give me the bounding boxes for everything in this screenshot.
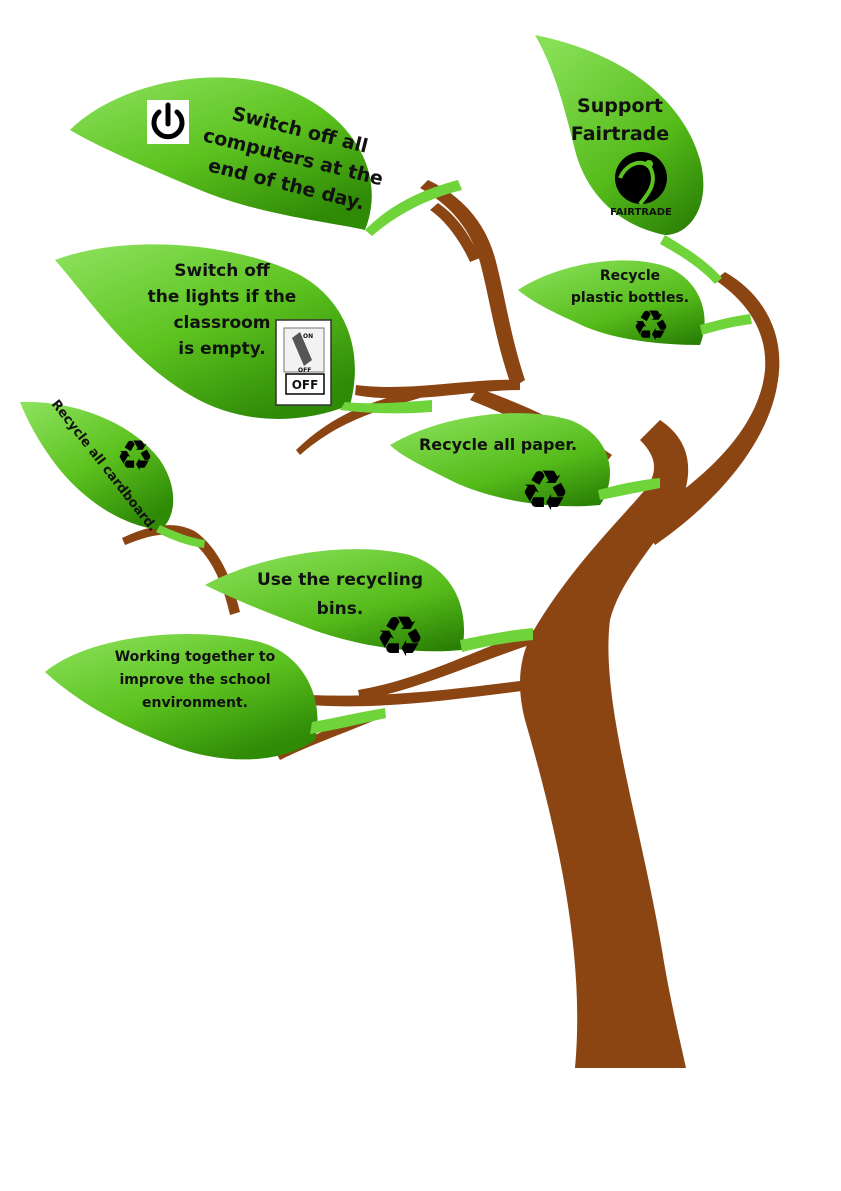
- leaf-computers: Switch off all computers at the end of t…: [70, 77, 462, 236]
- recycle-icon: ♻: [116, 431, 154, 480]
- light-switch-icon: ON OFF OFF: [275, 319, 332, 406]
- leaf-fairtrade: Support Fairtrade FAIRTRADE: [535, 35, 722, 284]
- leaf-bins-line-1: Use the recycling: [257, 570, 423, 590]
- leaf-lights-line-4: is empty.: [178, 339, 265, 359]
- leaf-together: Working together to improve the school e…: [45, 633, 386, 760]
- fairtrade-mark-icon: FAIRTRADE: [610, 152, 672, 218]
- leaf-together-line-2: improve the school: [119, 672, 270, 688]
- switch-off-small-label: OFF: [298, 367, 311, 374]
- leaf-cardboard: Recycle all cardboard. ♻: [20, 397, 205, 548]
- leaf-plastic-line-2: plastic bottles.: [571, 290, 689, 306]
- switch-on-label: ON: [303, 333, 313, 340]
- leaf-paper-line-1: Recycle all paper.: [419, 435, 577, 454]
- leaf-bins: Use the recycling bins. ♻: [205, 549, 533, 670]
- switch-off-big-label: OFF: [292, 378, 319, 392]
- recycle-icon: ♻: [375, 605, 425, 670]
- leaf-together-line-1: Working together to: [115, 649, 276, 665]
- fairtrade-mark-label: FAIRTRADE: [610, 207, 672, 218]
- leaf-lights-line-1: Switch off: [174, 261, 270, 281]
- leaf-fairtrade-line-1: Support: [577, 95, 663, 117]
- leaf-bins-line-2: bins.: [317, 599, 364, 619]
- leaf-together-line-3: environment.: [142, 695, 248, 711]
- leaf-lights: Switch off the lights if the classroom i…: [55, 244, 432, 419]
- leaf-fairtrade-line-2: Fairtrade: [571, 123, 669, 145]
- recycle-icon: ♻: [520, 459, 570, 524]
- recycle-icon: ♻: [632, 301, 670, 350]
- leaf-lights-line-3: classroom: [173, 313, 270, 333]
- leaf-paper: Recycle all paper. ♻: [390, 413, 660, 524]
- power-icon: [147, 100, 189, 144]
- leaf-plastic-line-1: Recycle: [600, 268, 660, 284]
- leaf-plastic: Recycle plastic bottles. ♻: [518, 260, 752, 350]
- leaf-lights-line-2: the lights if the: [148, 287, 297, 307]
